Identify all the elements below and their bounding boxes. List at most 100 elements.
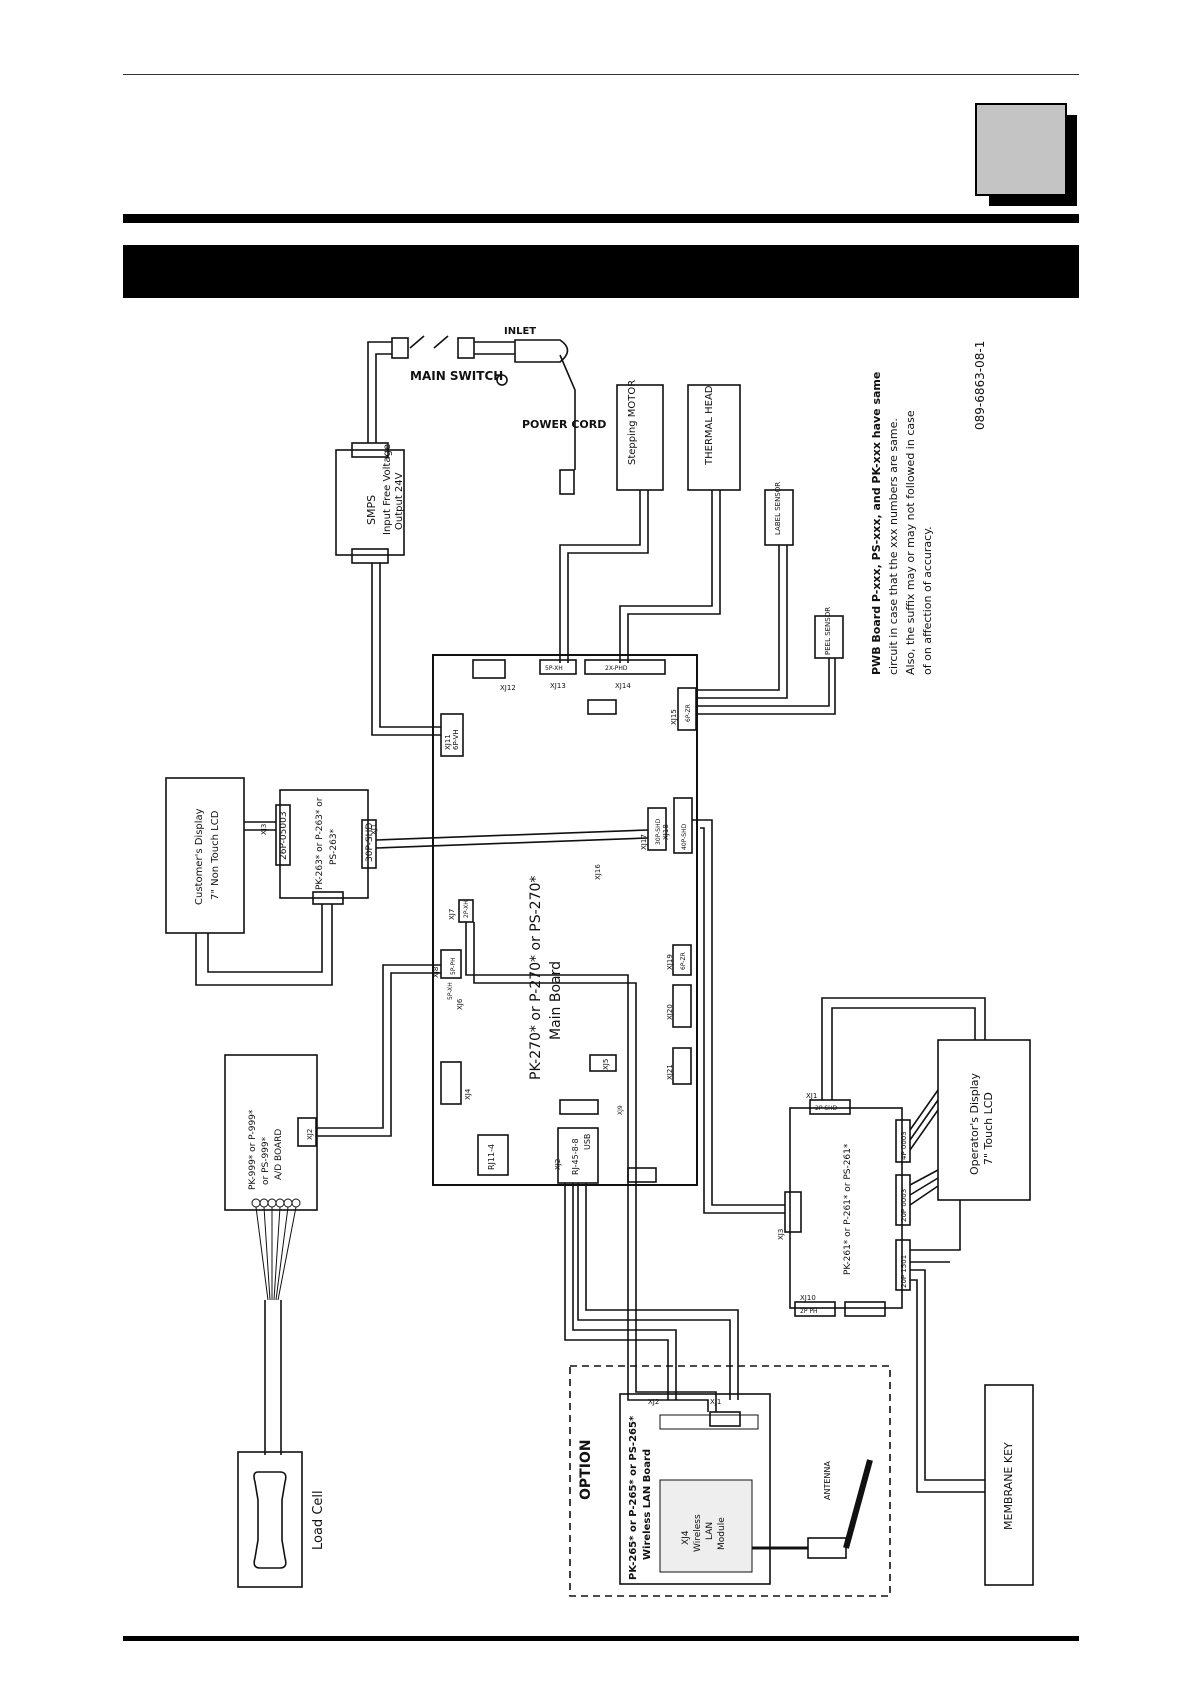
membrane-key-label: MEMBRANE KEY	[1002, 1442, 1015, 1530]
doc-number: 089-6863-08-1	[973, 341, 987, 430]
wire-or-connector	[697, 545, 788, 699]
option-title: OPTION	[578, 1439, 594, 1500]
customer-display-line1: Customer's Display	[194, 808, 205, 905]
wire-or-connector	[559, 1099, 599, 1115]
connector-label: XJ13	[550, 682, 566, 690]
wire-or-connector	[672, 944, 692, 976]
connector-label: XJ8	[432, 967, 440, 978]
main-board-name: Main Board	[548, 961, 564, 1040]
smps-label: SMPS	[365, 495, 378, 525]
operator-display-line2: 7" Touch LCD	[982, 1092, 995, 1165]
connector-label: 5P-XH	[447, 982, 454, 1000]
connector-label: XJ11	[444, 734, 452, 750]
customer-display-line2: 7" Non Touch LCD	[210, 810, 221, 900]
customer-board-line2: PS-263*	[329, 828, 339, 865]
wire-or-connector	[809, 1099, 851, 1115]
antenna-connector	[807, 1537, 847, 1559]
ad-board-box	[224, 1054, 318, 1211]
wire-or-connector	[821, 997, 986, 1100]
operator-board-conn-a: 20P 0003	[900, 1189, 908, 1222]
wire-or-connector	[697, 658, 836, 715]
wire-or-connector	[692, 819, 785, 1214]
connector-label: XJ6	[456, 998, 464, 1010]
note-line1: PWB Board P-xxx, PS-xxx, and PK-xxx have…	[870, 372, 883, 675]
wire-or-connector	[910, 1200, 961, 1263]
wire-or-connector	[351, 442, 389, 458]
wire-or-connector	[195, 904, 333, 986]
wire-or-connector	[275, 804, 291, 866]
connector-label: 30P-SHD	[655, 818, 662, 845]
connector-label: XJ1	[710, 1398, 721, 1406]
peel-sensor-label: PEEL SENSOR	[824, 607, 832, 655]
wire-or-connector	[619, 490, 721, 663]
wire-or-connector	[559, 354, 576, 470]
header-rule	[123, 214, 1079, 223]
stepping-motor-box	[616, 384, 664, 491]
main-switch-label: MAIN SWITCH	[410, 369, 503, 383]
title-banner	[123, 245, 1079, 298]
wire-or-connector	[316, 964, 441, 1137]
connector-label: XJ17	[640, 834, 648, 850]
operator-display-line1: Operator's Display	[968, 1072, 981, 1175]
note-line3: Also, the suffix may or may not followed…	[904, 410, 917, 675]
wire-or-connector	[844, 1301, 886, 1317]
load-cell-label: Load Cell	[311, 1490, 326, 1550]
diagram-labels: PK-270* or P-270* or PS-270* Main Board …	[194, 326, 1015, 1580]
wire-or-connector	[496, 374, 508, 386]
connector-label: XJ18	[662, 824, 670, 840]
connector-label: XJ20	[666, 1004, 674, 1020]
ad-board-line1: PK-999* or P-999*	[248, 1109, 258, 1190]
option-frame	[569, 1365, 891, 1597]
wire-or-connector	[647, 807, 667, 851]
wire-or-connector	[794, 1301, 836, 1317]
power-cord-label: POWER CORD	[522, 418, 606, 431]
antenna-label: ANTENNA	[823, 1461, 832, 1500]
option-board-line2: Wireless LAN Board	[642, 1449, 653, 1560]
customer-board-line1: PK-263* or P-263* or	[315, 797, 325, 890]
connector-label: 6P-VH	[452, 729, 460, 750]
connector-label: XJ2	[648, 1398, 659, 1406]
wire-or-connector	[677, 687, 697, 731]
note-line4: of on affection of accuracy.	[921, 526, 934, 675]
wire-or-connector	[375, 829, 649, 849]
wire-or-connector	[672, 984, 692, 1028]
option-board-line1: PK-265* or P-265* or PS-265*	[628, 1415, 639, 1580]
connector-label: 5P-PH	[450, 957, 457, 975]
module-line1: XJ4	[681, 1530, 691, 1545]
label-sensor-label: LABEL SENSOR	[774, 482, 782, 535]
customer-board-conn-b: 30P-SHD	[365, 823, 375, 862]
wire-or-connector	[559, 469, 575, 495]
wire-or-connector	[440, 1061, 462, 1105]
connector-label: 5P-XH	[545, 665, 563, 672]
wire-or-connector	[312, 891, 344, 905]
wire-or-connector	[457, 337, 475, 359]
connector-label: RJ11-4	[487, 1144, 496, 1170]
connector-label: XJ14	[615, 682, 631, 690]
load-cell-box	[237, 1451, 303, 1588]
customer-board-box	[279, 789, 369, 899]
connector-label: 40P-SHD	[681, 823, 688, 850]
wire-or-connector	[474, 341, 515, 355]
thermal-head-label: THERMAL HEAD	[704, 385, 715, 466]
connector-label: 6P-ZR	[680, 952, 687, 970]
wire-or-connector	[673, 797, 693, 854]
wire-or-connector	[895, 1119, 911, 1163]
wire-or-connector	[371, 563, 441, 736]
wire-or-connector	[297, 1117, 317, 1147]
connector-label: 6P-ZR	[685, 704, 692, 722]
connector-label: 2P PH	[800, 1308, 817, 1315]
antenna-icon	[843, 1459, 873, 1549]
module-line2: Wireless	[693, 1514, 703, 1552]
connector-label: XJ3	[777, 1229, 785, 1240]
smps-line3: Output 24V	[394, 472, 405, 530]
bottom-rule	[123, 1636, 1079, 1641]
wire-or-connector	[587, 699, 617, 715]
wire-or-connector	[910, 1269, 985, 1493]
connector-label: XJ7	[448, 909, 456, 920]
wire-or-connector	[351, 548, 389, 564]
wire-or-connector	[909, 1089, 939, 1151]
membrane-key-box	[984, 1384, 1034, 1586]
wireless-lan-board	[619, 1393, 771, 1585]
smps-line2: Input Free Voltage	[382, 444, 393, 535]
wire-or-connector	[559, 490, 649, 663]
